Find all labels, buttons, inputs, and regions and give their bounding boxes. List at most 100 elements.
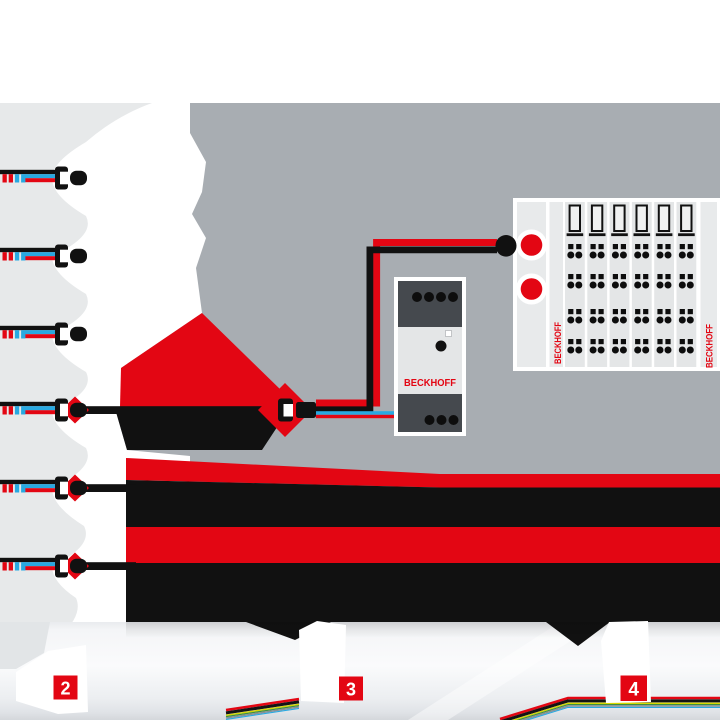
contact-dot-icon — [597, 346, 605, 354]
contact-square-icon — [576, 244, 582, 250]
contact-dot-icon — [589, 316, 597, 324]
contact-dot-icon — [597, 281, 605, 289]
callout-badge-3 — [339, 676, 363, 701]
contact-square-icon — [657, 274, 663, 280]
contact-dot-icon — [642, 281, 650, 289]
bus-coupler: BECKHOFF BECKHOFF — [495, 198, 720, 371]
led-window-icon — [657, 204, 671, 232]
led-window-icon — [568, 204, 581, 232]
io-terminal-body — [587, 202, 608, 367]
contact-square-icon — [568, 274, 574, 280]
cable-dash — [21, 484, 26, 493]
contact-square-icon — [598, 244, 604, 250]
led-window-icon — [635, 204, 648, 232]
psu-top-terminal-block — [398, 281, 462, 327]
connector-plug-icon — [70, 326, 87, 342]
field-cables — [0, 166, 286, 580]
cable-dash — [8, 174, 13, 183]
cable-blue-stripe — [25, 562, 55, 567]
contact-square-icon — [643, 274, 649, 280]
cable-dash — [21, 174, 26, 183]
callout-number-2: 2 — [60, 679, 70, 699]
cable-assembly — [0, 396, 286, 424]
contact-dot-icon — [567, 281, 575, 289]
connector-plug-icon — [70, 480, 87, 496]
psu-brand-label: BECKHOFF — [404, 377, 457, 389]
connector-cavity — [60, 249, 68, 263]
contact-square-icon — [568, 244, 574, 250]
contact-square-icon — [635, 244, 641, 250]
contact-dot-icon — [619, 346, 627, 354]
power-supply-module: BECKHOFF — [394, 277, 466, 436]
contact-dot-icon — [619, 281, 627, 289]
contact-dot-icon — [656, 346, 664, 354]
contact-dot-icon — [634, 281, 642, 289]
io-terminal — [587, 202, 608, 367]
contact-square-icon — [679, 274, 685, 280]
contact-square-icon — [590, 244, 596, 250]
contact-dot-icon — [656, 316, 664, 324]
callout-number-3: 3 — [346, 680, 356, 700]
contact-square-icon — [598, 339, 604, 345]
contact-square-icon — [687, 339, 693, 345]
supply-wires — [316, 239, 497, 419]
wire-black-to-coupler — [316, 246, 497, 414]
floor-wire — [499, 696, 720, 720]
cable-dash — [2, 174, 7, 183]
cable-red-stripe — [25, 488, 55, 493]
contact-square-icon — [687, 274, 693, 280]
contact-square-icon — [687, 309, 693, 315]
contact-dot-icon — [589, 281, 597, 289]
trunk-connector-plug-icon — [296, 402, 316, 418]
contact-dot-icon — [567, 346, 575, 354]
psu-dip-switch-icon — [445, 330, 452, 337]
psu-bottom-terminal-block — [398, 394, 462, 432]
io-terminal — [631, 202, 652, 367]
contact-dot-icon — [575, 251, 583, 259]
contact-dot-icon — [642, 346, 650, 354]
cable-assembly — [0, 322, 87, 346]
contact-dot-icon — [686, 316, 694, 324]
contact-square-icon — [635, 309, 641, 315]
psu-terminal-dot — [448, 292, 458, 302]
floor-wires — [225, 696, 720, 720]
connector-plug-icon — [70, 402, 87, 418]
io-terminal — [609, 202, 630, 367]
io-terminal — [654, 202, 674, 367]
contact-square-icon — [665, 309, 671, 315]
contact-square-icon — [590, 274, 596, 280]
contact-square-icon — [576, 274, 582, 280]
cable-dash — [8, 330, 13, 339]
wire-red-to-psu — [316, 414, 396, 419]
connector-cavity — [60, 171, 68, 185]
contact-square-icon — [679, 309, 685, 315]
cable-dash — [8, 484, 13, 493]
contact-dot-icon — [678, 251, 686, 259]
psu-top-terminals — [412, 292, 458, 302]
trunk-connector — [258, 383, 316, 437]
io-terminal-body — [631, 202, 652, 367]
cable-red-stripe — [25, 178, 55, 183]
contact-dot-icon — [619, 251, 627, 259]
floor-wire — [519, 705, 720, 720]
connector-cavity — [60, 327, 68, 341]
contact-square-icon — [620, 309, 626, 315]
psu-terminal-dot — [424, 415, 435, 425]
contact-dot-icon — [597, 251, 605, 259]
terminal-divider-line — [678, 233, 695, 237]
trunk-red-funnel — [120, 313, 284, 407]
floor-wire — [225, 703, 300, 716]
contact-square-icon — [576, 309, 582, 315]
coupler-brand-label-left: BECKHOFF — [553, 321, 563, 364]
coupler-brand-strip — [549, 202, 563, 367]
cable-dash — [14, 562, 20, 571]
contact-dot-icon — [589, 346, 597, 354]
contact-dot-icon — [686, 251, 694, 259]
connector-plug-icon — [70, 170, 87, 186]
contact-dot-icon — [575, 316, 583, 324]
coupler-ports — [516, 229, 547, 305]
contact-square-icon — [590, 339, 596, 345]
connector-plug-icon — [70, 558, 87, 574]
cable-dash — [2, 330, 7, 339]
